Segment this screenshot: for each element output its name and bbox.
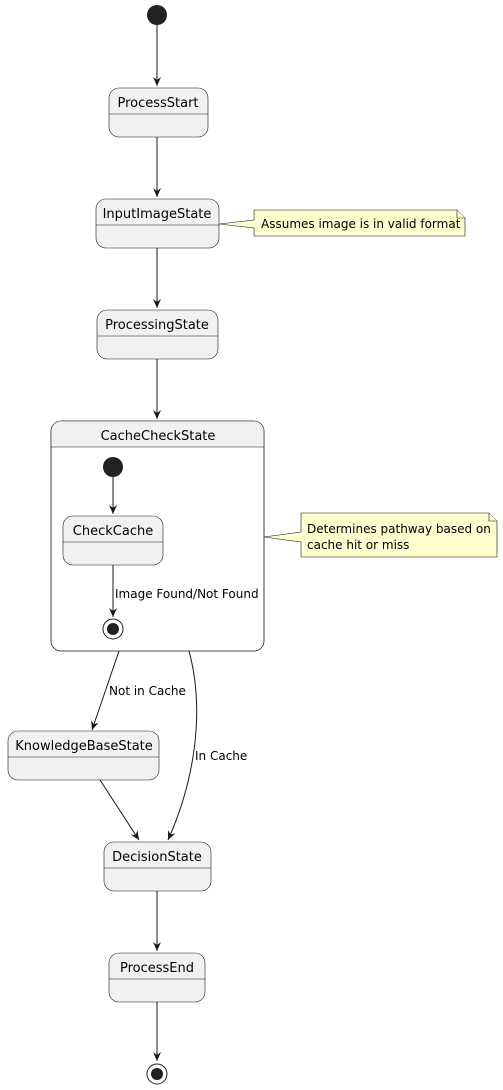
state-label-processingstate: ProcessingState <box>105 318 209 333</box>
inner-final-state <box>102 618 124 640</box>
state-processingstate: ProcessingState <box>96 309 219 360</box>
note-input-format-text: Assumes image is in valid format <box>261 217 461 231</box>
edge-label-image-found: Image Found/Not Found <box>115 587 259 601</box>
final-state <box>146 1063 168 1085</box>
edge-cachecheck-to-decision <box>167 650 198 841</box>
state-knowledgebasestate: KnowledgeBaseState <box>7 730 160 781</box>
note-cache-pathway-line1: Determines pathway based on <box>307 522 491 536</box>
state-label-inputimagestate: InputImageState <box>103 207 212 222</box>
edge-knowledgebase-to-decision <box>99 779 140 841</box>
initial-state-dot <box>147 5 167 25</box>
state-label-processend: ProcessEnd <box>120 961 194 976</box>
note-cache-pathway-line2: cache hit or miss <box>307 538 409 552</box>
state-label-decisionstate: DecisionState <box>112 850 202 865</box>
state-processstart: ProcessStart <box>108 87 209 138</box>
state-checkcache: CheckCache <box>62 515 164 566</box>
state-label-knowledgebasestate: KnowledgeBaseState <box>15 739 153 754</box>
state-label-checkcache: CheckCache <box>73 524 153 539</box>
state-label-cachecheckstate: CacheCheckState <box>101 429 216 444</box>
note-input-format: Assumes image is in valid format <box>218 209 466 237</box>
note-cache-pathway: Determines pathway based on cache hit or… <box>263 512 498 558</box>
edge-label-not-in-cache: Not in Cache <box>109 684 186 698</box>
state-decisionstate: DecisionState <box>103 841 212 892</box>
inner-initial-state-dot <box>103 457 123 477</box>
edge-label-in-cache: In Cache <box>195 749 247 763</box>
state-processend: ProcessEnd <box>108 952 206 1003</box>
state-inputimagestate: InputImageState <box>95 198 220 249</box>
state-label-processstart: ProcessStart <box>117 96 198 111</box>
edge-cachecheck-to-knowledgebase <box>91 650 120 731</box>
